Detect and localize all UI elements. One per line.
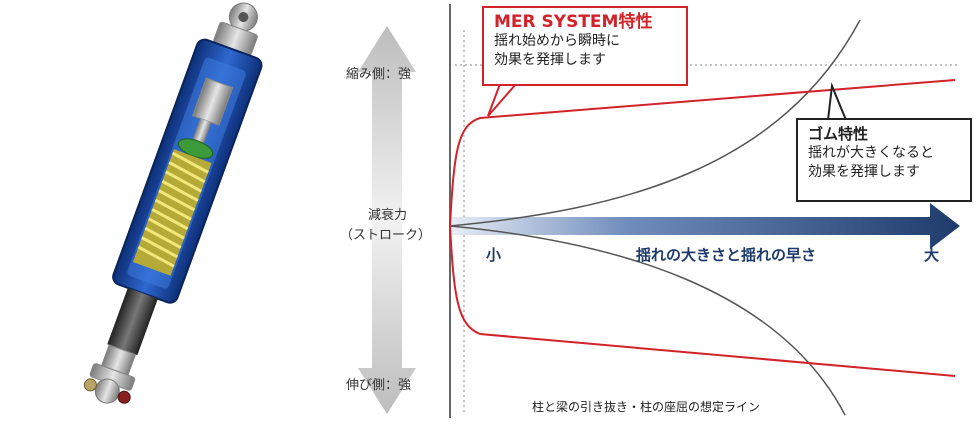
rubber-callout-pointer xyxy=(826,82,848,121)
vertical-double-arrow xyxy=(358,26,416,414)
damping-force-label: 減衰力 xyxy=(368,208,408,223)
shake-magnitude-speed-label: 揺れの大きさと揺れの早さ xyxy=(636,246,817,264)
mer-callout-line1: 揺れ始めから瞬時に xyxy=(494,33,620,49)
extension-side-label: 伸び側：強 xyxy=(346,378,412,393)
mer-curve-lower xyxy=(449,225,956,377)
rubber-curve-upper xyxy=(449,19,861,227)
assumed-failure-line-caption: 柱と梁の引き抜き・柱の座屈の想定ライン xyxy=(532,400,761,414)
mer-callout-pointer xyxy=(487,83,519,117)
horizontal-arrow xyxy=(450,203,960,249)
mer-callout-title: MER SYSTEM特性 xyxy=(494,12,653,32)
large-label: 大 xyxy=(924,246,940,264)
rubber-curve-lower xyxy=(449,225,846,416)
rubber-callout-title: ゴム特性 xyxy=(808,125,869,143)
mer-curve-upper xyxy=(449,79,956,227)
rubber-callout: ゴム特性 揺れが大きくなると 効果を発揮します xyxy=(796,118,972,202)
compression-side-label: 縮み側：強 xyxy=(346,67,412,82)
rubber-callout-line1: 揺れが大きくなると xyxy=(808,145,934,161)
spring xyxy=(132,149,212,276)
stroke-label: （ストローク） xyxy=(340,228,432,243)
small-label: 小 xyxy=(486,246,502,264)
rubber-callout-line2: 効果を発揮します xyxy=(808,164,920,180)
mer-callout-line2: 効果を発揮します xyxy=(494,52,606,68)
shock-absorber-illustration xyxy=(83,2,263,404)
mer-system-callout: MER SYSTEM特性 揺れ始めから瞬時に 効果を発揮します xyxy=(482,6,688,86)
